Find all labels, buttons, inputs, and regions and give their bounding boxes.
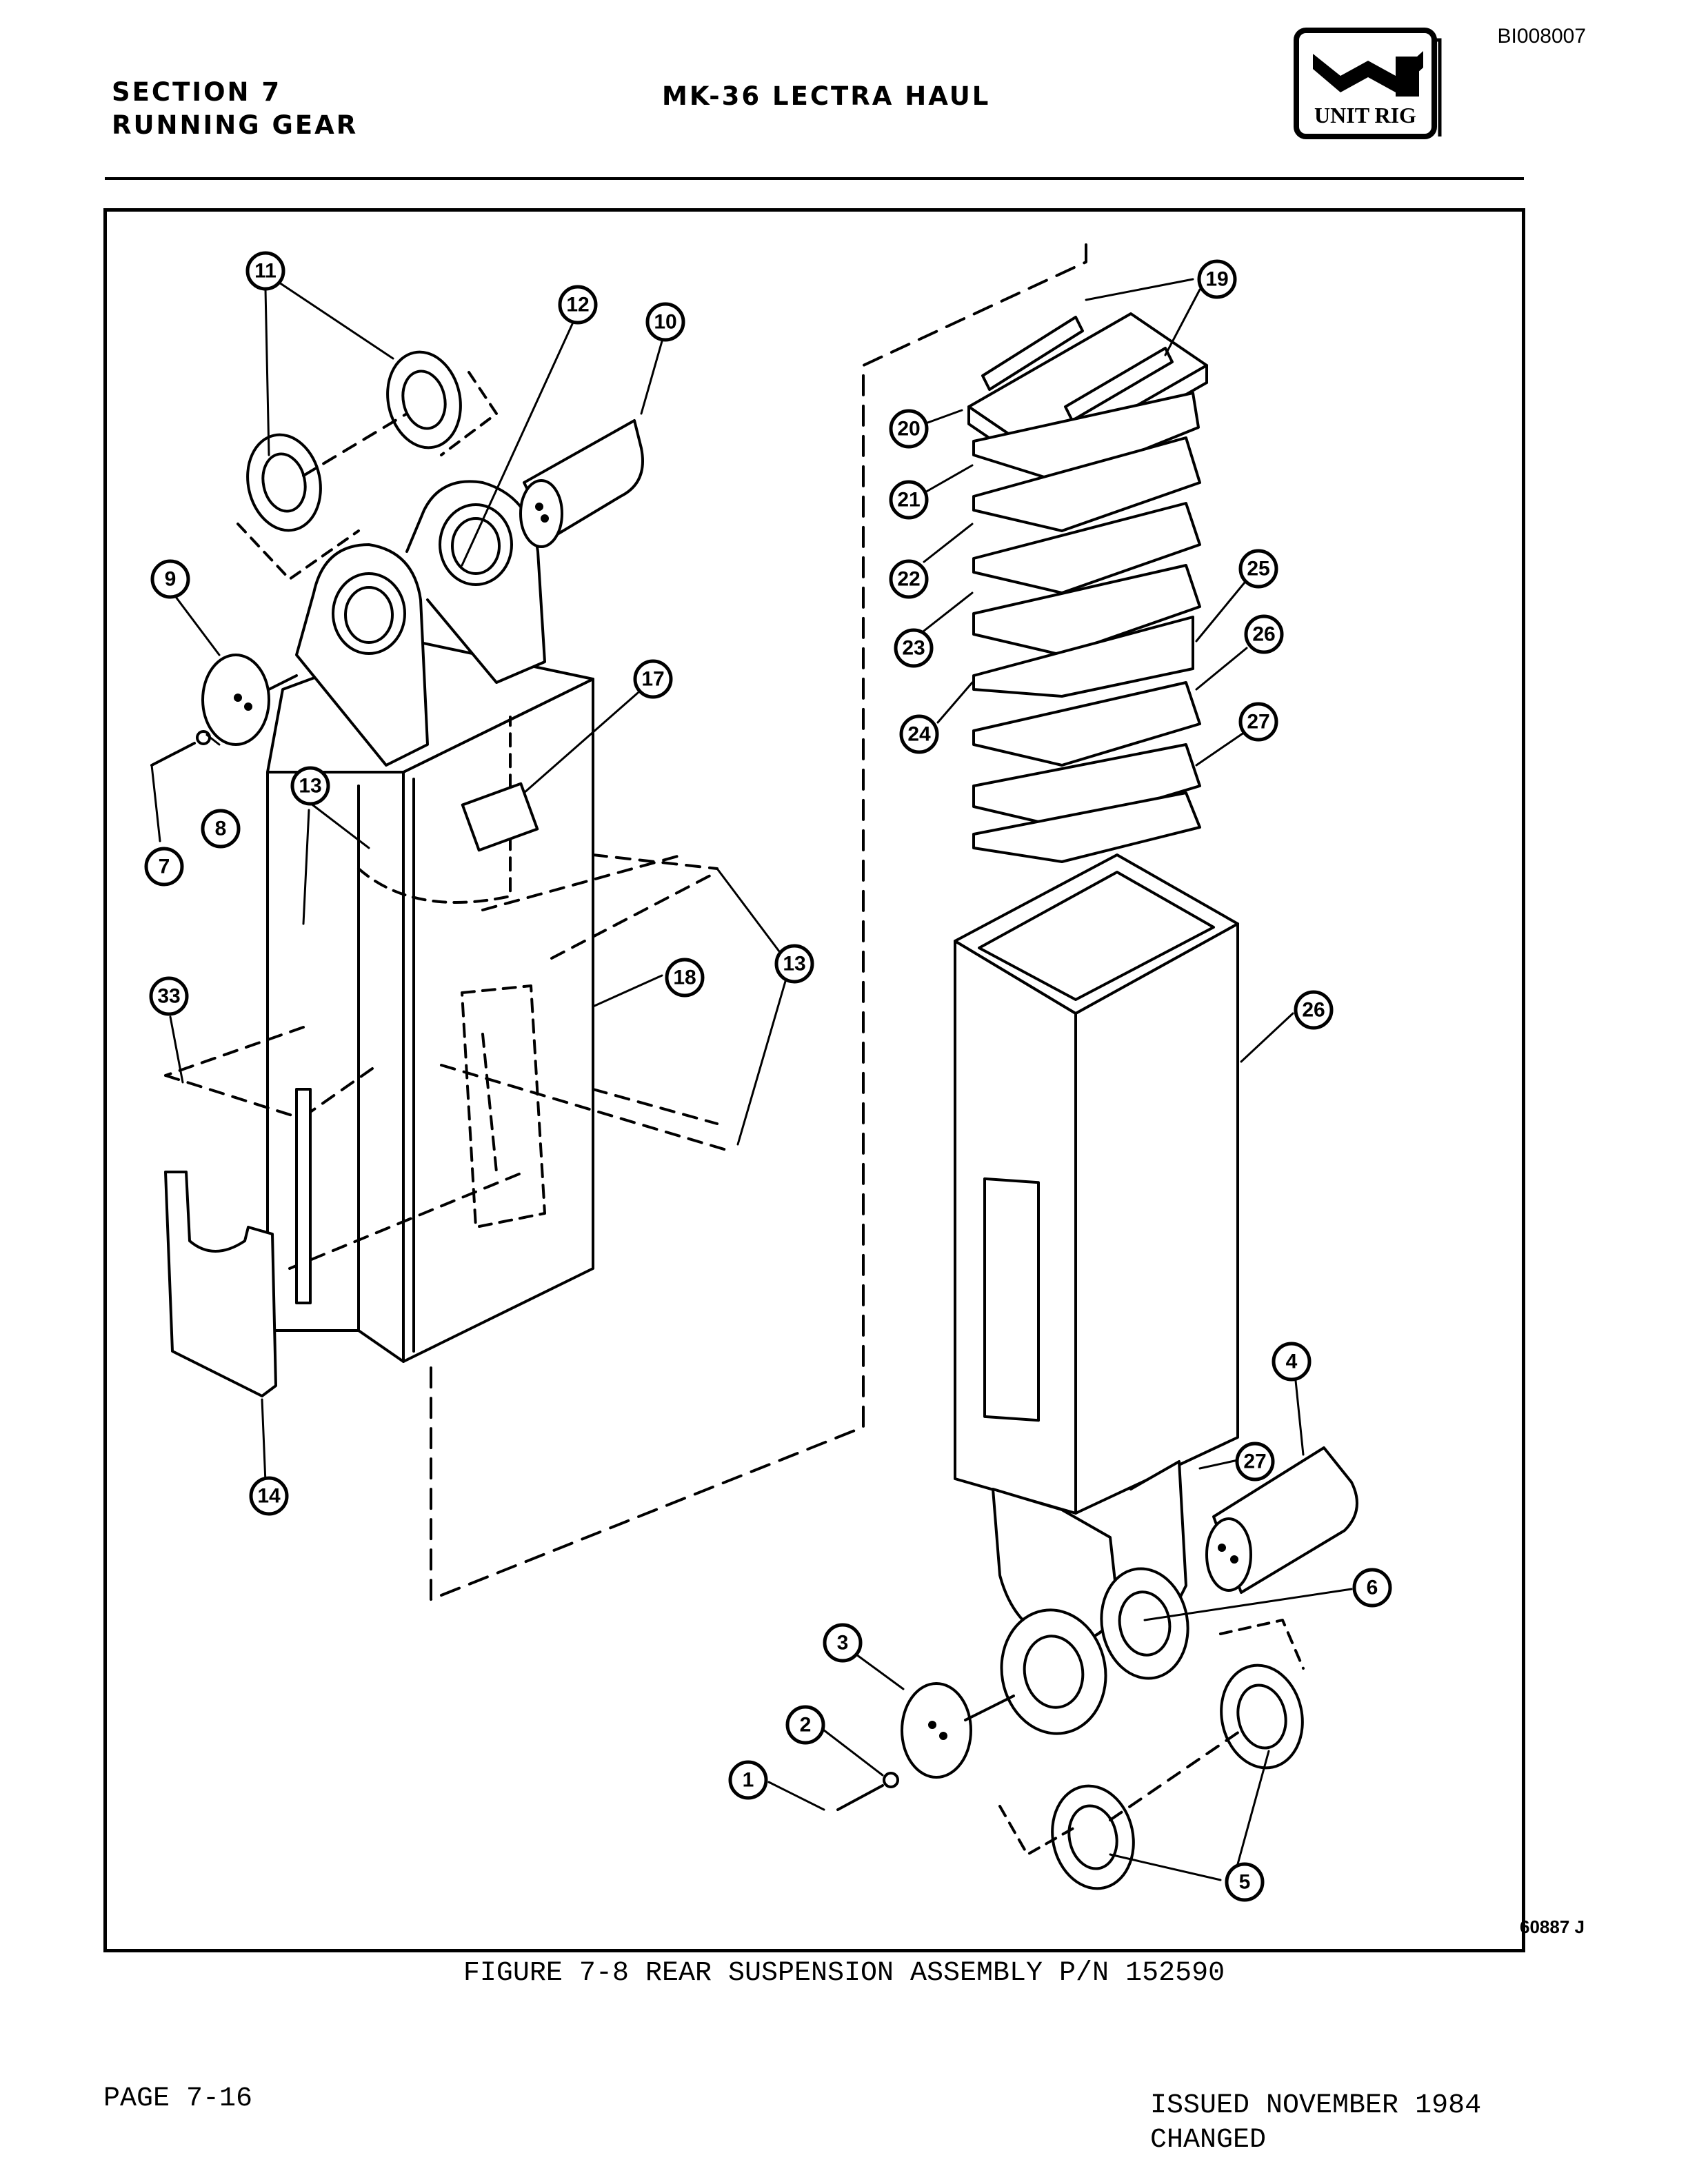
svg-text:23: 23 [902,637,925,660]
svg-text:1: 1 [743,1769,754,1792]
callout-27: 27 [1235,1442,1275,1482]
svg-text:9: 9 [165,568,177,591]
svg-text:19: 19 [1205,268,1228,291]
issued-date: ISSUED NOVEMBER 1984 [1150,2090,1482,2121]
callout-12: 12 [558,285,598,325]
callout-1: 1 [728,1760,768,1800]
svg-text:3: 3 [837,1632,849,1655]
callout-25: 27 [1238,702,1278,742]
svg-text:26: 26 [1302,999,1325,1022]
svg-text:7: 7 [159,856,170,878]
callout-11: 11 [245,251,285,291]
unit-rig-logo: UNIT RIG [1294,28,1442,139]
svg-text:13: 13 [783,953,805,975]
callout-18: 20 [889,409,929,449]
upper-suspension-housing [164,480,732,1397]
callout-4: 4 [1272,1342,1312,1382]
svg-text:UNIT RIG: UNIT RIG [1314,103,1416,128]
changed-label: CHANGED [1150,2125,1267,2156]
header-rule [105,177,1524,180]
callout-13-b: 13 [774,944,814,984]
callout-3: 3 [823,1623,863,1663]
svg-text:8: 8 [215,818,227,840]
svg-text:6: 6 [1367,1577,1378,1599]
callout-9: 9 [150,559,190,599]
callout-19: 21 [889,480,929,520]
figure-frame [103,208,1525,1952]
callout-14: 14 [249,1476,289,1516]
svg-text:14: 14 [257,1485,281,1508]
svg-text:10: 10 [654,311,676,334]
svg-text:25: 25 [1247,558,1269,580]
callout-13-a: 13 [290,766,330,806]
callout-5: 5 [1225,1862,1265,1902]
svg-text:21: 21 [897,489,920,512]
callout-26: 26 [1294,990,1334,1030]
svg-text:2: 2 [800,1714,812,1737]
callout-33: 33 [149,976,189,1016]
figure-caption: FIGURE 7-8 REAR SUSPENSION ASSEMBLY P/N … [463,1958,1225,1989]
callout-7: 7 [144,847,184,887]
svg-text:13: 13 [299,775,321,798]
svg-text:33: 33 [157,985,180,1008]
svg-text:24: 24 [907,723,931,746]
svg-text:20: 20 [897,418,920,441]
svg-text:18: 18 [673,967,696,989]
rubber-pad-stack [967,312,1208,863]
svg-text:5: 5 [1239,1871,1251,1894]
callout-22: 24 [899,714,939,754]
callout-15: 17 [633,659,673,699]
document-title: MK-36 LECTRA HAUL [662,81,991,111]
callout-17: 19 [1197,259,1237,299]
section-subtitle: RUNNING GEAR [112,110,359,140]
callout-10: 10 [645,302,685,342]
svg-text:27: 27 [1243,1450,1266,1473]
svg-text:11: 11 [254,260,277,283]
callout-8: 8 [201,809,241,849]
svg-text:17: 17 [641,668,664,691]
callout-2: 2 [785,1705,825,1745]
document-id: BI008007 [1497,25,1586,48]
svg-text:22: 22 [897,568,920,591]
callout-20: 22 [889,559,929,599]
svg-text:12: 12 [566,294,589,316]
svg-text:4: 4 [1286,1351,1298,1373]
svg-text:27: 27 [1247,711,1269,734]
callout-21: 23 [894,628,934,668]
page-number: PAGE 7-16 [103,2083,253,2114]
callout-16: 18 [665,958,705,998]
svg-text:26: 26 [1252,623,1275,646]
callout-6: 6 [1352,1568,1392,1608]
leader-lines [150,278,1353,1881]
drawing-code: 60887 J [1520,1917,1585,1937]
callout-23: 25 [1238,549,1278,589]
callout-24: 26 [1244,614,1284,654]
pin-and-washers [150,350,644,767]
section-title: SECTION 7 [112,77,282,107]
lower-suspension-housing [836,853,1358,1890]
